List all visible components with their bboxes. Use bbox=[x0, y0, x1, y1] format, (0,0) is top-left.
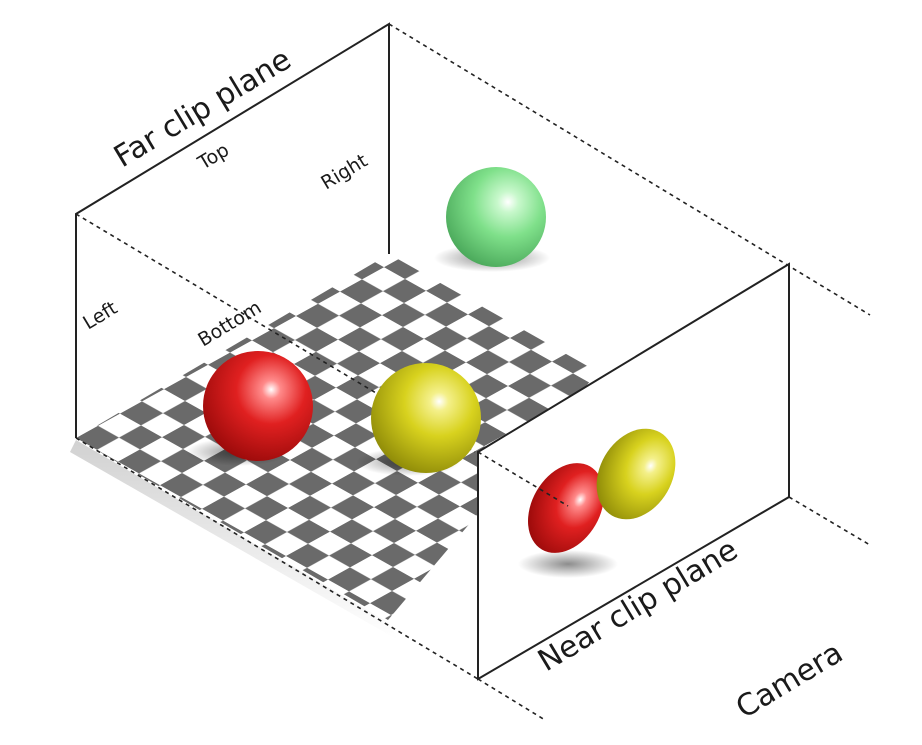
red-sphere bbox=[203, 351, 313, 461]
top-label: Top bbox=[193, 139, 233, 175]
floor-shadow bbox=[70, 440, 398, 640]
frustum-edge-bottom-right bbox=[788, 496, 871, 546]
red-projection bbox=[528, 463, 604, 553]
right-label: Right bbox=[317, 150, 371, 195]
yellow-sphere bbox=[371, 363, 481, 473]
frustum-edge-bottom-left-ext bbox=[477, 678, 546, 721]
camera-label: Camera bbox=[730, 635, 849, 726]
far-clip-plane-frame bbox=[75, 22, 390, 438]
left-label: Left bbox=[79, 297, 121, 334]
green-sphere bbox=[446, 167, 546, 267]
frustum-edge-top-right bbox=[388, 23, 871, 316]
frustum-edge-bottom-left bbox=[75, 437, 479, 680]
near-projection-shadow bbox=[518, 550, 618, 578]
frustum-edge-through-near bbox=[477, 451, 569, 507]
yellow-projection bbox=[596, 428, 676, 520]
